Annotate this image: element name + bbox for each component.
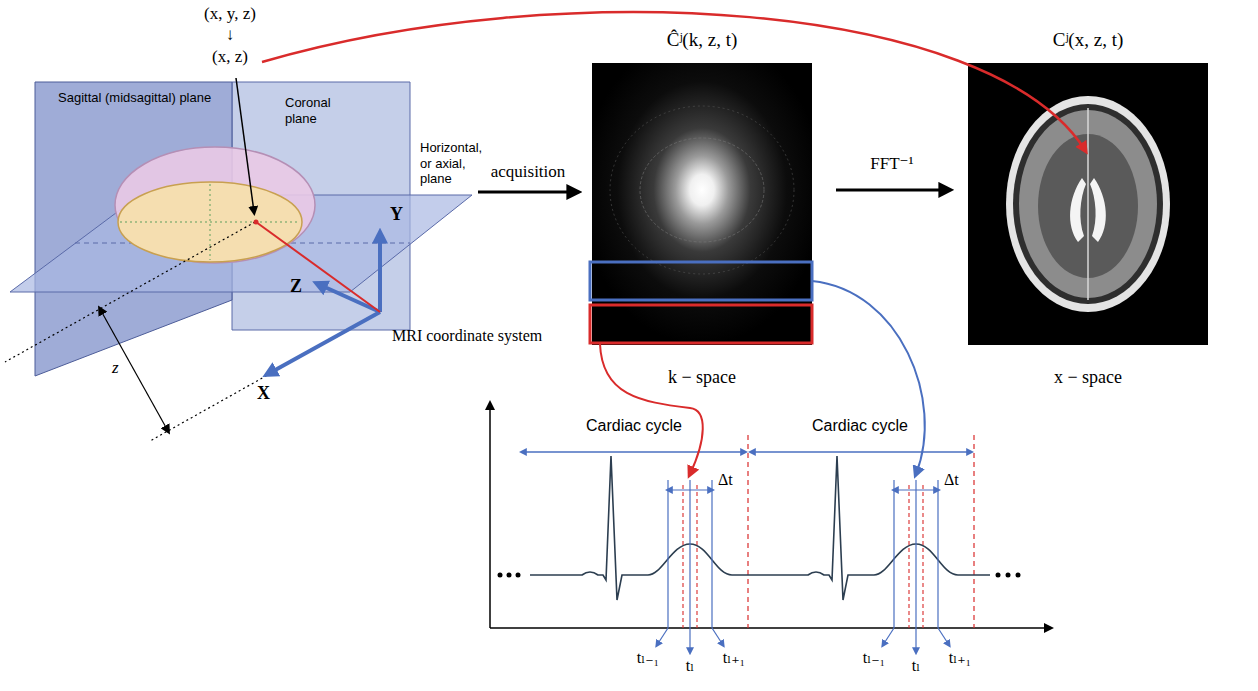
x-space-image [968,63,1208,345]
continuation-dot [507,573,512,578]
window-marker [922,485,923,628]
cycle-label: Cardiac cycle [812,416,908,435]
window-marker [908,485,909,628]
transform-arrow [836,188,948,191]
plane-label: Horizontal, or axial, plane [420,140,492,187]
continuation-dot [1006,573,1011,578]
z-axis [318,284,380,312]
window-center [915,480,916,628]
window-center [689,480,690,628]
brain-slice [118,182,302,262]
plane-label: Sagittal (midsagittal) plane [58,90,211,106]
ventricle [1070,178,1086,242]
cycle-span [751,451,971,453]
slice-guide [210,184,211,260]
ventricle [1090,178,1106,242]
plane-label: Coronal plane [285,95,345,126]
skull [1013,104,1163,304]
k-space-band [590,305,812,343]
cycle-span [522,451,745,453]
chart-axis [489,404,491,628]
k-space-ring [640,138,764,242]
time-label: tₗ₋₁ [637,648,659,667]
acquisition-arrow [478,191,576,194]
coordinate-tuple: (x, z) [212,47,248,67]
dimension-label: z [112,358,119,378]
dimension-arrow [100,309,168,431]
panel-title: Ĉʲ(k, z, t) [667,29,738,52]
position-vector [256,222,380,312]
continuation-dot [1016,573,1021,578]
window-label: Δt [944,470,959,489]
axis-label: Y [390,204,403,226]
chart-axis [490,627,1050,629]
image-panel: Ĉʲ(k, z, t)k − space [592,63,812,345]
time-label: tₗ₋₁ [863,648,885,667]
window-span [894,489,938,490]
system-label: MRI coordinate system [392,326,542,345]
position-point [254,220,259,225]
cycle-boundary [973,435,974,628]
guide-line [150,312,380,441]
image-panel: Cʲ(x, z, t)x − space [968,63,1208,345]
time-label: tₗ₊₁ [723,648,745,667]
window-edge [667,480,668,628]
time-label: tₗ [686,656,694,675]
time-pointer [657,628,668,645]
time-label: tₗ [912,656,920,675]
k-space-energy [592,63,812,345]
slice-guide [120,222,300,223]
cycle-boundary [747,435,748,628]
midline [1087,108,1089,300]
pointer-arrow [236,78,254,212]
window-edge [893,480,894,628]
cycle-label: Cardiac cycle [586,416,682,435]
edge-label: FFT⁻¹ [870,154,913,174]
band-link [600,344,703,474]
continuation-dot [996,573,1001,578]
k-space-band [590,262,812,300]
panel-title: Cʲ(x, z, t) [1053,29,1124,52]
time-pointer [712,628,723,645]
time-pointer [689,628,690,652]
window-edge [711,480,712,628]
process-label: acquisition [491,162,566,182]
axis-label: Z [290,276,302,298]
x-axis [268,312,380,374]
time-label: tₗ₊₁ [949,648,971,667]
band-link [812,281,925,474]
k-space-ring [610,106,794,274]
window-span [668,489,712,490]
window-edge [937,480,938,628]
panel-caption: x − space [1054,367,1122,389]
panel-caption: k − space [668,367,736,389]
guide-line [5,222,255,362]
scalp [1006,96,1170,312]
mapping-curve [262,12,1085,150]
k-space-image [592,63,812,345]
continuation-dot [516,573,521,578]
time-pointer [938,628,949,645]
axis-label: X [257,383,270,405]
continuation-dot [498,573,503,578]
coordinate-tuple: (x, y, z) [204,4,256,24]
window-marker [682,485,683,628]
window-marker [696,485,697,628]
window-label: Δt [718,470,733,489]
maps-to-arrow: ↓ [226,25,235,45]
time-pointer [915,628,916,652]
time-pointer [883,628,894,645]
ecg-waveform [530,456,990,600]
brain-outline [115,147,315,263]
y-axis [378,234,382,312]
